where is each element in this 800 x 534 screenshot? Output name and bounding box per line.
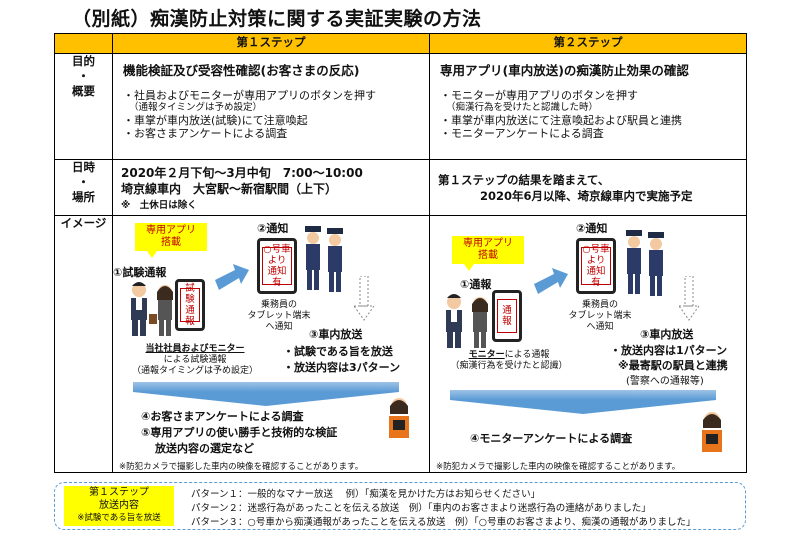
step1-date-note: ※ 土休日は除く (121, 197, 429, 211)
app-bubble: 専用アプリ搭載 (452, 236, 524, 264)
arrow-right-icon (534, 266, 570, 296)
step1-survey: ④お客さまアンケートによる調査 (141, 408, 304, 424)
step1-heading: 機能検証及び受容性確認(お客さまの反応) (123, 60, 429, 79)
step2-heading: 専用アプリ(車内放送)の痴漢防止効果の確認 (440, 60, 746, 79)
step1-bullet: ・車掌が車内放送(試験)にて注意喚起 (123, 114, 429, 127)
step1-eval: 放送内容の選定など (155, 440, 254, 456)
step1-bullet: ・お客さまアンケートによる調査 (123, 127, 429, 140)
arrow-right-icon (215, 262, 251, 292)
step1-date-line: 2020年２月下旬～3月中旬 7:00～10:00 (121, 165, 429, 181)
tablet-caption: 乗務員のタブレット端末へ通知 (241, 300, 317, 333)
step1-announce-label: ③車内放送 (309, 326, 362, 342)
flow-arrow-icon (133, 392, 399, 406)
step2-bullet: ・モニターが専用アプリのボタンを押す (440, 89, 746, 102)
image-row-label: イメージ (55, 216, 113, 473)
announce-point: ・放送内容は1パターン (610, 342, 727, 358)
pattern-line: パターン２：迷惑行為があったことを伝える放送 例）「車内のお客さまより迷惑行為の… (191, 500, 651, 514)
step2-bullet-note: （痴漢行為を受けたと認識した時） (446, 102, 746, 114)
smartphone-icon: 通報 (492, 290, 522, 342)
step2-announce-label: ③車内放送 (640, 326, 693, 342)
step1-bullet-note: （通報タイミングは予め設定） (129, 102, 429, 114)
step2-survey: ④モニターアンケートによる調査 (470, 430, 632, 446)
arrow-down-icon (353, 276, 375, 322)
announce-point: (警察への通報等) (626, 372, 704, 387)
step2-header: 第２ステップ (430, 34, 747, 54)
crew-illustration (622, 228, 670, 298)
step2-date-line: 第１ステップの結果を踏まえて、 (438, 172, 746, 188)
purpose-row-label: 目的・概要 (55, 54, 113, 160)
pattern-line: パターン３：○号車から痴漢通報があったことを伝える放送 例）「○号車のお客さまよ… (191, 514, 696, 528)
step1-notify-label: ②通知 (257, 220, 288, 236)
date-row-label: 日時・場所 (55, 160, 113, 216)
step1-place-line: 埼京線車内 大宮駅～新宿駅間（上下） (121, 181, 429, 197)
announce-point: ※最寄駅の駅員と連携 (618, 357, 728, 373)
step2-bullet: ・モニターアンケートによる調査 (440, 127, 746, 140)
tablet-icon: ○号車より通知有 (257, 238, 297, 294)
step1-eval: ⑤専用アプリの使い勝手と技術的な検証 (141, 424, 337, 440)
app-bubble: 専用アプリ搭載 (135, 223, 207, 251)
survey-person-icon (696, 410, 730, 454)
step1-date: 2020年２月下旬～3月中旬 7:00～10:00 埼京線車内 大宮駅～新宿駅間… (113, 160, 430, 216)
patterns-label: 第１ステップ 放送内容 ※試験である旨を放送 (64, 486, 174, 526)
flow-band (133, 382, 399, 392)
announce-point: ・放送内容は3パターン (283, 359, 400, 375)
step2-notify-label: ②通知 (576, 220, 607, 236)
step2-image: 専用アプリ搭載 ①通報 通報 ②通知 ○号車より通知有 (430, 216, 747, 473)
step2-date-line: 2020年6月以降、埼京線車内で実施予定 (480, 188, 746, 204)
announce-point: ・試験である旨を放送 (283, 343, 393, 359)
step1-camera-note: ※防犯カメラで撮影した車内の映像を確認することがあります。 (119, 460, 363, 472)
survey-person-icon (383, 396, 417, 440)
step1-image: 専用アプリ搭載 ①試験通報 試験通報 ②通知 ○号車より通知有 (113, 216, 430, 473)
step2-date: 第１ステップの結果を踏まえて、 2020年6月以降、埼京線車内で実施予定 (430, 160, 747, 216)
step1-purpose: 機能検証及び受容性確認(お客さまの反応) ・社員およびモニターが専用アプリのボタ… (113, 54, 430, 160)
flow-arrow-icon (450, 400, 716, 414)
passengers-illustration (440, 290, 498, 350)
smartphone-icon: 試験通報 (175, 279, 205, 331)
tablet-caption: 乗務員のタブレット端末へ通知 (562, 300, 638, 333)
crew-illustration (301, 224, 349, 294)
page-title: （別紙）痴漢防止対策に関する実証実験の方法 (72, 4, 482, 31)
step2-purpose: 専用アプリ(車内放送)の痴漢防止効果の確認 ・モニターが専用アプリのボタンを押す… (430, 54, 747, 160)
step2-camera-note: ※防犯カメラで撮影した車内の映像を確認することがあります。 (436, 460, 680, 472)
tablet-icon: ○号車より通知有 (576, 238, 616, 294)
broadcast-patterns-box: 第１ステップ 放送内容 ※試験である旨を放送 パターン１：一般的なマナー放送 例… (54, 482, 746, 530)
pattern-line: パターン１：一般的なマナー放送 例）「痴漢を見かけた方はお知らせください」 (191, 486, 540, 500)
arrow-down-icon (678, 276, 700, 322)
step1-bullet: ・社員およびモニターが専用アプリのボタンを押す (123, 89, 429, 102)
flow-band (450, 390, 716, 400)
experiment-table: 第１ステップ 第２ステップ 目的・概要 機能検証及び受容性確認(お客さまの反応)… (54, 33, 747, 473)
step1-header: 第１ステップ (113, 34, 430, 54)
table-corner (55, 34, 113, 54)
reporter-description: モニターによる通報 （痴漢行為を受けたと認識） (434, 350, 584, 372)
step2-bullet: ・車掌が車内放送にて注意喚起および駅員と連携 (440, 114, 746, 127)
reporter-description: 当社社員およびモニター による試験通報 （通報タイミングは予め設定） (115, 344, 275, 377)
